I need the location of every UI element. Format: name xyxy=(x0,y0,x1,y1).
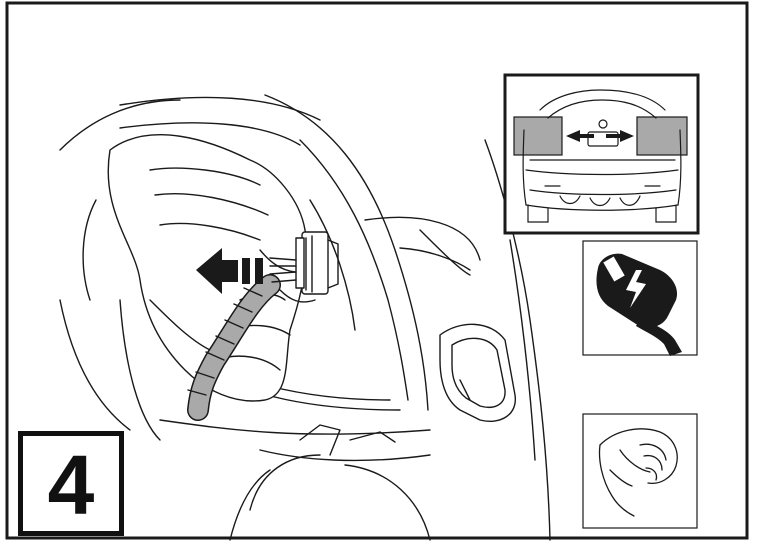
step-number: 4 xyxy=(48,443,95,527)
hand-pinch-inset xyxy=(583,414,697,528)
electrical-plug-inset xyxy=(583,241,697,356)
step-number-box: 4 xyxy=(18,431,124,536)
car-rear-inset xyxy=(505,75,698,233)
